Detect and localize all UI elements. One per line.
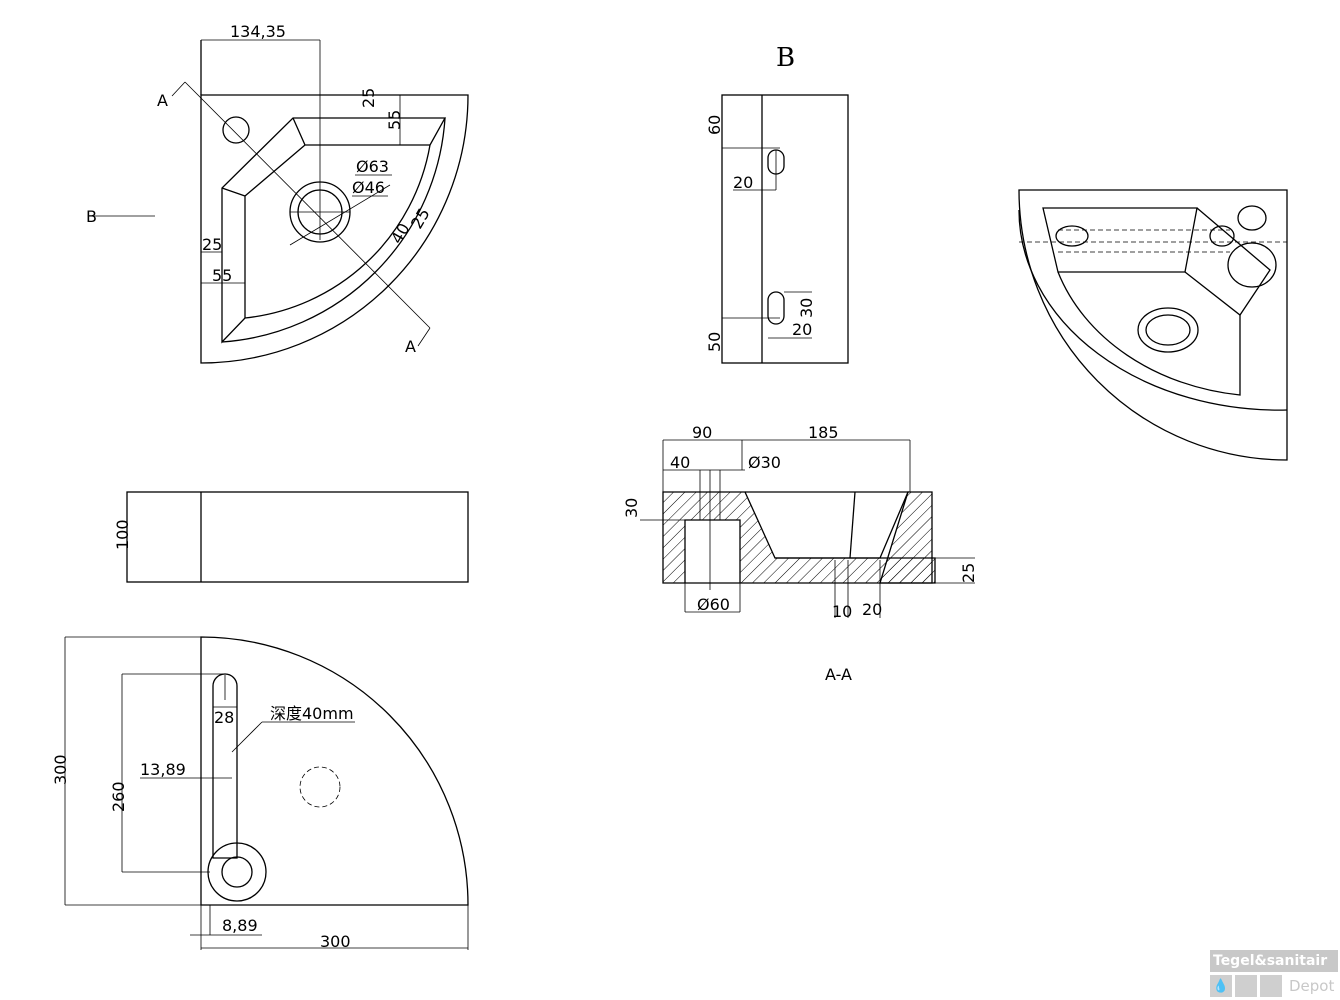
dim-300-width: 300 [320, 932, 351, 951]
depth-note: 深度40mm [270, 704, 354, 723]
dim-30: 30 [797, 298, 816, 318]
dim-8-89: 8,89 [222, 916, 258, 935]
dim-50: 50 [705, 332, 724, 352]
dim-20-bottom: 20 [792, 320, 812, 339]
water-drop-icon: 💧 [1210, 975, 1232, 997]
dim-300-height: 300 [51, 754, 70, 785]
logo-square [1260, 975, 1282, 997]
dim-185: 185 [808, 423, 839, 442]
dim-20-top: 20 [733, 173, 753, 192]
logo-line2: Depot [1289, 977, 1335, 995]
section-title: A-A [825, 665, 852, 684]
dim-260: 260 [109, 781, 128, 812]
isometric-view [1018, 189, 1288, 461]
logo-square [1235, 975, 1257, 997]
dim-40: 40 [670, 453, 690, 472]
dim-20: 20 [862, 600, 882, 619]
logo-line1: Tegel&sanitair [1210, 950, 1338, 972]
dim-55-top: 55 [385, 110, 404, 130]
brand-logo: Tegel&sanitair 💧 Depot [1210, 950, 1338, 1000]
top-view: 134,35 A A 25 55 Ø63 Ø46 25 55 25 40 B [86, 22, 469, 364]
dim-60: 60 [705, 115, 724, 135]
dim-10: 10 [832, 602, 852, 621]
section-a-top-label: A [157, 91, 168, 110]
section-a-bottom-label: A [405, 337, 416, 356]
front-view: 100 [113, 491, 469, 583]
dim-55-left: 55 [212, 266, 232, 285]
dia-46: Ø46 [352, 178, 385, 197]
dim-13-89: 13,89 [140, 760, 186, 779]
dim-134-35: 134,35 [230, 22, 286, 41]
dia-30: Ø30 [748, 453, 781, 472]
bottom-view: 300 260 28 深度40mm 13,89 8,89 300 [51, 636, 469, 951]
dim-25-left: 25 [202, 235, 222, 254]
dim-28: 28 [214, 708, 234, 727]
section-a-a: 90 185 40 Ø30 30 Ø60 10 20 25 A-A [622, 423, 978, 684]
view-b-arrow-label: B [86, 207, 97, 226]
dim-90: 90 [692, 423, 712, 442]
dim-25-top: 25 [359, 88, 378, 108]
view-b-title: B [776, 43, 795, 73]
dim-30: 30 [622, 498, 641, 518]
dim-100: 100 [113, 519, 132, 550]
dim-25: 25 [959, 563, 978, 583]
side-view-b: B 60 20 30 20 50 [705, 43, 849, 364]
dia-60: Ø60 [697, 595, 730, 614]
dia-63: Ø63 [356, 157, 389, 176]
